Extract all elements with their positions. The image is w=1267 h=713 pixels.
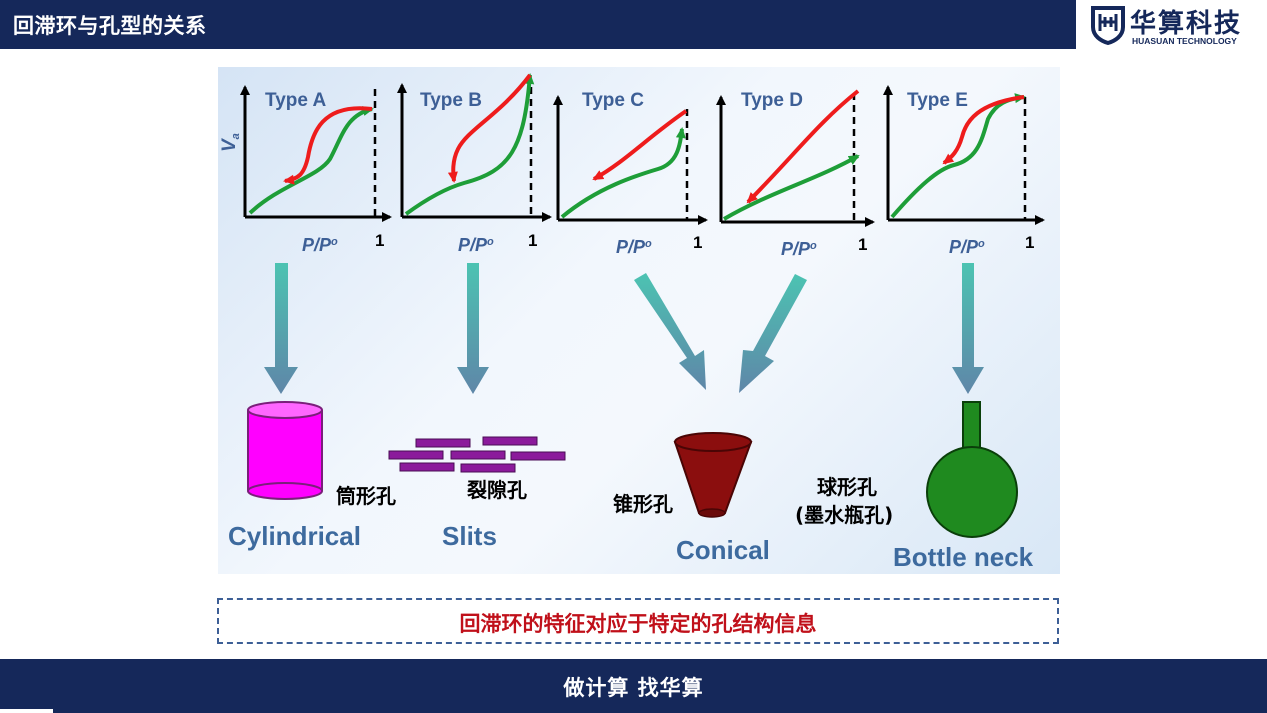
conical-pore-shape	[673, 432, 753, 518]
isotherm-type-c: Type C P/Po 1	[553, 90, 708, 257]
x-end-label-d: 1	[858, 235, 867, 254]
bottle-cn-label: 球形孔	[817, 475, 877, 499]
slit-pore-shape	[388, 436, 566, 473]
type-a-label: Type A	[265, 90, 327, 111]
isotherm-type-b: Type B P/Po 1	[397, 73, 552, 255]
arrow-c-icon	[634, 273, 706, 390]
isotherm-type-e: Type E P/Po 1	[883, 85, 1045, 257]
x-end-label-c: 1	[693, 233, 702, 252]
x-end-label-a: 1	[375, 231, 384, 250]
arrow-e-icon	[952, 263, 984, 394]
conical-cn-label: 锥形孔	[613, 492, 673, 516]
hysteresis-figure: Type A Va P/Po 1 Type B P/Po 1 Type C P/…	[218, 67, 1060, 574]
x-axis-label-b: P/Po	[458, 235, 494, 255]
conical-en-label: Conical	[676, 535, 770, 565]
x-axis-label-c: P/Po	[616, 237, 652, 257]
type-e-label: Type E	[907, 90, 968, 111]
type-c-label: Type C	[582, 90, 644, 111]
logo-text: 华算科技	[1130, 9, 1243, 39]
footer-corner	[0, 709, 53, 713]
x-axis-label-d: P/Po	[781, 239, 817, 259]
arrow-a-icon	[264, 263, 298, 394]
footer-bar: 做计算 找华算	[0, 659, 1267, 713]
logo-shield-icon	[1091, 6, 1125, 45]
x-end-label-b: 1	[528, 231, 537, 250]
bottle-cn-sub-label: (墨水瓶孔)	[795, 503, 893, 527]
slit-en-label: Slits	[442, 521, 497, 551]
bottle-en-label: Bottle neck	[893, 542, 1034, 572]
type-b-label: Type B	[420, 90, 482, 111]
brand-logo: 华算科技 HUASUAN TECHNOLOGY	[1086, 3, 1264, 47]
cylinder-cn-label: 筒形孔	[336, 484, 396, 508]
page-title: 回滞环与孔型的关系	[13, 14, 207, 38]
logo-subtext: HUASUAN TECHNOLOGY	[1132, 36, 1237, 46]
slit-cn-label: 裂隙孔	[467, 478, 527, 502]
header-bar: 回滞环与孔型的关系	[0, 0, 1076, 49]
cylinder-pore-shape	[247, 401, 323, 500]
footer-slogan: 做计算 找华算	[563, 676, 704, 700]
type-d-label: Type D	[741, 90, 803, 111]
bottle-neck-pore-shape	[926, 401, 1018, 538]
y-axis-label: Va	[219, 133, 242, 152]
caption-text: 回滞环的特征对应于特定的孔结构信息	[459, 612, 817, 636]
figure-canvas: Type A Va P/Po 1 Type B P/Po 1 Type C P/…	[219, 73, 1045, 572]
arrow-d-icon	[739, 274, 807, 393]
isotherm-type-d: Type D P/Po 1	[716, 89, 875, 259]
mapping-arrows	[264, 263, 984, 394]
x-axis-label-e: P/Po	[949, 237, 985, 257]
caption-box: 回滞环的特征对应于特定的孔结构信息	[217, 598, 1059, 644]
x-end-label-e: 1	[1025, 233, 1034, 252]
arrow-b-icon	[457, 263, 489, 394]
isotherm-type-a: Type A Va P/Po 1	[219, 85, 392, 255]
x-axis-label-a: P/Po	[302, 235, 338, 255]
cylinder-en-label: Cylindrical	[228, 521, 361, 551]
